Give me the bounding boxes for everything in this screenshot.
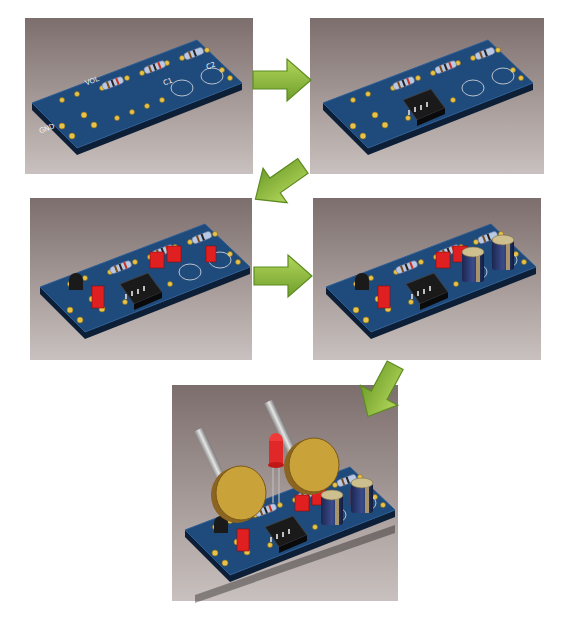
assembly-steps: VOLC1C2GND (0, 0, 573, 617)
assembly-illustration (0, 0, 573, 617)
